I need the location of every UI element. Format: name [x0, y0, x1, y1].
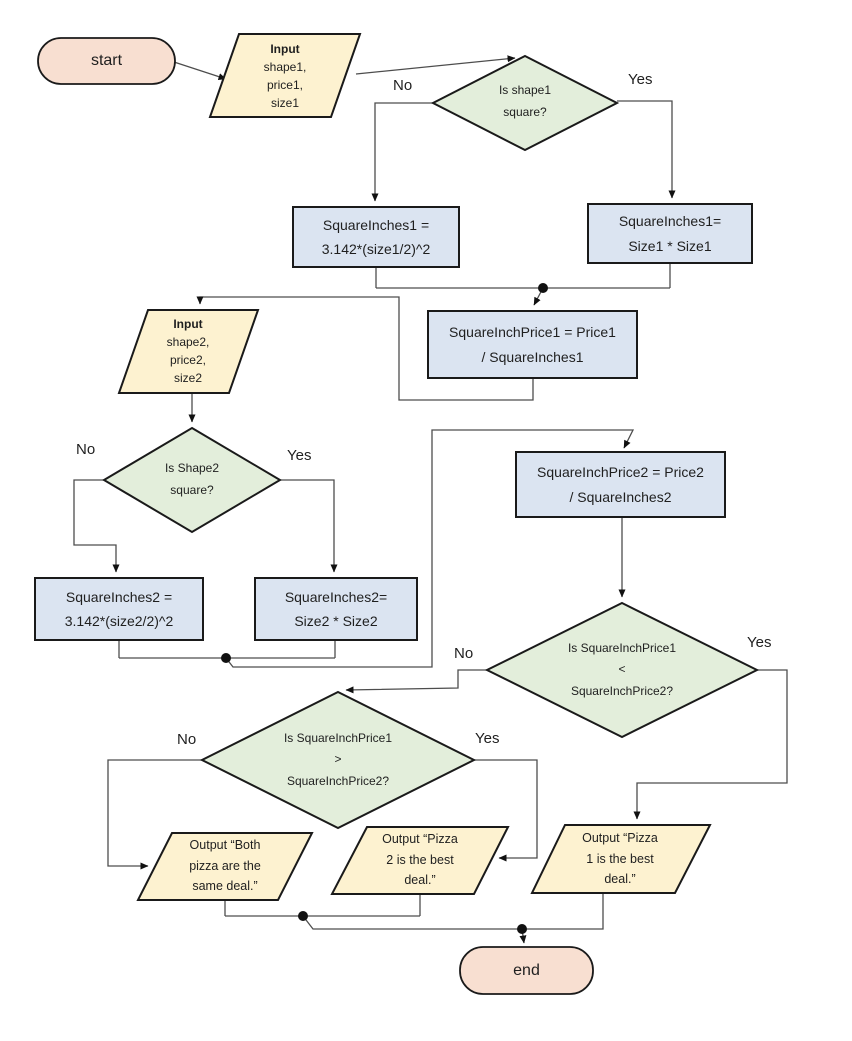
junction-dot-merge2 [221, 653, 231, 663]
calc-circle2-process-shape [34, 577, 204, 641]
edge-merge2-to-price2 [225, 429, 635, 668]
price2-process-shape [515, 451, 726, 518]
edge-decision2-no [73, 479, 120, 573]
edge-decision3-no [345, 669, 487, 694]
decision2-diamond-shape [102, 426, 282, 534]
output-pizza2-parallelogram-shape [330, 826, 510, 895]
calc-circle1-process-shape [292, 206, 460, 268]
start-terminal-shape [37, 37, 176, 85]
edge-input1-to-decision1 [355, 55, 516, 75]
input1-parallelogram-shape [208, 33, 362, 118]
calc-square2-process-shape [254, 577, 418, 641]
junction-dot-merge3 [298, 911, 308, 921]
edge-decision1-no [371, 102, 433, 202]
edge-decision4-yes [474, 759, 538, 862]
edge-decision1-yes [617, 100, 676, 199]
calc-square1-process-shape [587, 203, 753, 264]
edge-decision3-yes [633, 669, 788, 820]
decision3-diamond-shape [484, 601, 760, 739]
decision1-diamond-shape [430, 54, 620, 152]
edge-decision2-yes [280, 479, 338, 573]
edge-start-to-input1 [173, 61, 227, 80]
decision4-diamond-shape [199, 690, 477, 830]
junction-dot-merge4 [517, 924, 527, 934]
end-terminal-shape [459, 946, 594, 995]
output-same-parallelogram-shape [136, 832, 314, 901]
edge-price1-to-input2 [196, 296, 534, 401]
junction-dot-merge1 [538, 283, 548, 293]
connectors [73, 55, 788, 944]
edge-decision4-no [107, 759, 202, 870]
price1-process-shape [427, 310, 638, 379]
edge-merge3-to-merge4 [302, 915, 522, 930]
edge-output-pizza1-stub [522, 893, 604, 930]
node-shapes [34, 33, 760, 995]
output-pizza1-parallelogram-shape [530, 824, 712, 894]
input2-parallelogram-shape [117, 309, 260, 394]
